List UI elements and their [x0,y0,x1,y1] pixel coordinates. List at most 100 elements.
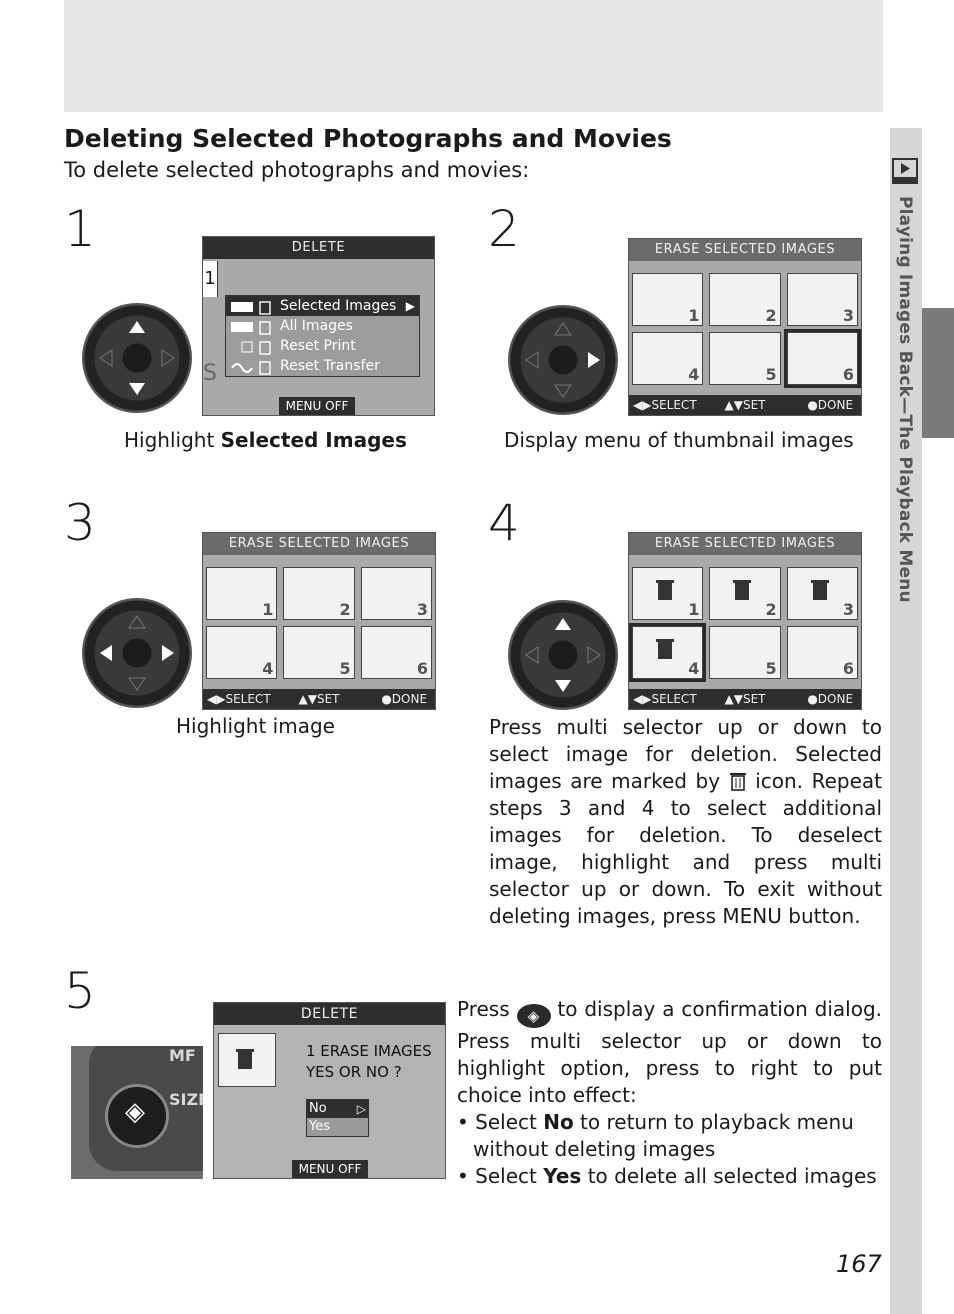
footer-done: DONE [391,692,428,706]
side-tab-label: Playing Images Back—The Playback Menu [895,196,915,603]
menu-item-reset-print[interactable]: Reset Print [226,336,419,356]
thumbnail-marked[interactable]: 2 [709,567,781,620]
thumb-number: 3 [842,306,854,325]
thumbnail[interactable]: 5 [283,626,355,679]
menu-tab-s[interactable]: S [203,361,217,386]
dial-arrows [99,321,175,395]
thumbnail[interactable]: 6 [360,626,432,679]
trash-icon [656,639,674,659]
thumbnail[interactable]: 2 [709,273,781,326]
caption-text: Highlight [124,428,221,452]
thumb-number: 2 [765,600,777,619]
thumb-number: 5 [339,659,351,678]
section-title: Deleting Selected Photographs and Movies [64,124,672,153]
thumbnail[interactable]: 4 [632,332,704,385]
thumbnail[interactable]: 3 [360,567,432,620]
ud-arrow-icon: ▲▼ [724,692,743,706]
trash-icon [236,1049,254,1069]
transfer-button[interactable]: ◈ [105,1084,169,1148]
thumb-number: 6 [842,659,854,678]
transfer-icon: ◈ [125,1097,145,1127]
menu-item-reset-transfer[interactable]: Reset Transfer [226,356,419,376]
thumb-number: 4 [688,365,700,384]
thumb-number: 5 [765,365,777,384]
step-number-1: 1 [64,200,96,258]
lr-arrow-icon: ◀▶ [633,692,652,706]
menu-item-selected-images[interactable]: Selected Images ▶ [226,296,419,316]
thumb-number: 2 [339,600,351,619]
delete-menu-screen: DELETE 1 S Selected Images ▶ All Images … [202,236,435,416]
menu-off-label: MENU OFF [279,397,355,415]
footer-done: DONE [817,692,854,706]
thumbnail[interactable]: 5 [709,332,781,385]
erase-screen-step3: ERASE SELECTED IMAGES 1 2 3 4 5 6 ◀▶SELE… [202,532,436,710]
erase-screen-title: ERASE SELECTED IMAGES [629,239,861,261]
side-tab [890,128,922,1314]
trash-icon [733,580,752,600]
option-no[interactable]: No ▷ [307,1100,368,1118]
bullet-bold: Yes [543,1164,582,1188]
thumbnail[interactable]: 6 [786,626,858,679]
thumbnail[interactable]: 1 [206,567,278,620]
thumbnail-grid: 1 2 3 4 5 6 [632,273,861,388]
option-yes[interactable]: Yes [307,1118,368,1136]
thumbnail-marked[interactable]: 4 [629,623,707,682]
size-label: SIZE [169,1090,203,1109]
thumb-number: 1 [262,600,274,619]
step-4-text-b: icon. Repeat steps 3 and 4 to select add… [489,769,882,928]
trash-icon [810,580,829,600]
page-number: 167 [836,1250,882,1278]
yes-no-list: No ▷ Yes [306,1099,369,1137]
step-4-text-a: Press multi selector up or down to selec… [489,715,882,793]
chevron-right-icon: ▶ [405,299,415,313]
caption-bold: Selected Images [220,428,407,452]
thumbnail[interactable]: 3 [786,273,858,326]
thumbnail-grid: 1 2 3 4 5 6 [206,567,432,679]
footer-set: SET [316,692,340,706]
menu-item-label: Reset Transfer [280,358,380,374]
thumbnail-highlighted[interactable]: 6 [783,329,861,388]
step-number-5: 5 [64,962,96,1020]
chevron-right-icon: ▷ [356,1102,366,1116]
menu-item-icons [231,301,271,375]
thumbnail-marked[interactable]: 1 [632,567,704,620]
erase-footer: ◀▶SELECT ▲▼SET ●DONE [629,395,861,415]
menu-item-label: Reset Print [280,338,356,354]
thumbnail[interactable]: 4 [206,626,278,679]
thumbnail[interactable]: 2 [283,567,355,620]
thumbnail-grid: 1 2 3 4 5 6 [629,567,858,682]
dial-arrows [525,618,601,692]
footer-set: SET [742,398,766,412]
erase-footer: ◀▶SELECT ▲▼SET ●DONE [629,689,861,709]
delete-menu-list: Selected Images ▶ All Images Reset Print… [225,295,420,377]
dial-arrows [525,322,600,398]
bullet-2: • Select Yes to delete all selected imag… [457,1164,877,1188]
confirm-dialog-screen: DELETE 1 ERASE IMAGES YES OR NO ? No ▷ Y… [213,1002,446,1179]
step-number-3: 3 [64,494,96,552]
menu-off-label: MENU OFF [292,1160,368,1178]
thumbnail-marked[interactable]: 3 [786,567,858,620]
transfer-icon: ● [381,692,392,706]
thumbnail[interactable]: 1 [632,273,704,326]
step-5-text: Press ◈ to display a confirmation dialog… [457,996,882,1190]
bullet-suffix: to return to playback menu without delet… [473,1110,854,1161]
thumb-number: 1 [688,600,700,619]
transfer-icon: ● [807,692,818,706]
confirm-line-2: YES OR NO ? [306,1063,402,1081]
thumb-number: 4 [688,659,700,678]
dial-arrows [100,615,174,691]
menu-tab-1[interactable]: 1 [203,261,218,297]
erase-screen-title: ERASE SELECTED IMAGES [629,533,861,555]
delete-menu-title: DELETE [203,237,434,259]
step-4-text: Press multi selector up or down to selec… [489,714,882,930]
selected-thumbnail [218,1033,276,1087]
confirm-message: 1 ERASE IMAGES YES OR NO ? [306,1041,432,1083]
footer-select: SELECT [651,398,697,412]
thumbnail[interactable]: 5 [709,626,781,679]
transfer-icon: ● [807,398,818,412]
erase-screen-step4: ERASE SELECTED IMAGES 1 2 3 4 5 6 ◀▶SELE… [628,532,862,710]
camera-body-photo: MF SIZE ◈ [71,1046,203,1179]
erase-screen-step2: ERASE SELECTED IMAGES 1 2 3 4 5 6 ◀▶SELE… [628,238,862,416]
menu-item-all-images[interactable]: All Images [226,316,419,336]
confirm-dialog-title: DELETE [214,1003,445,1025]
